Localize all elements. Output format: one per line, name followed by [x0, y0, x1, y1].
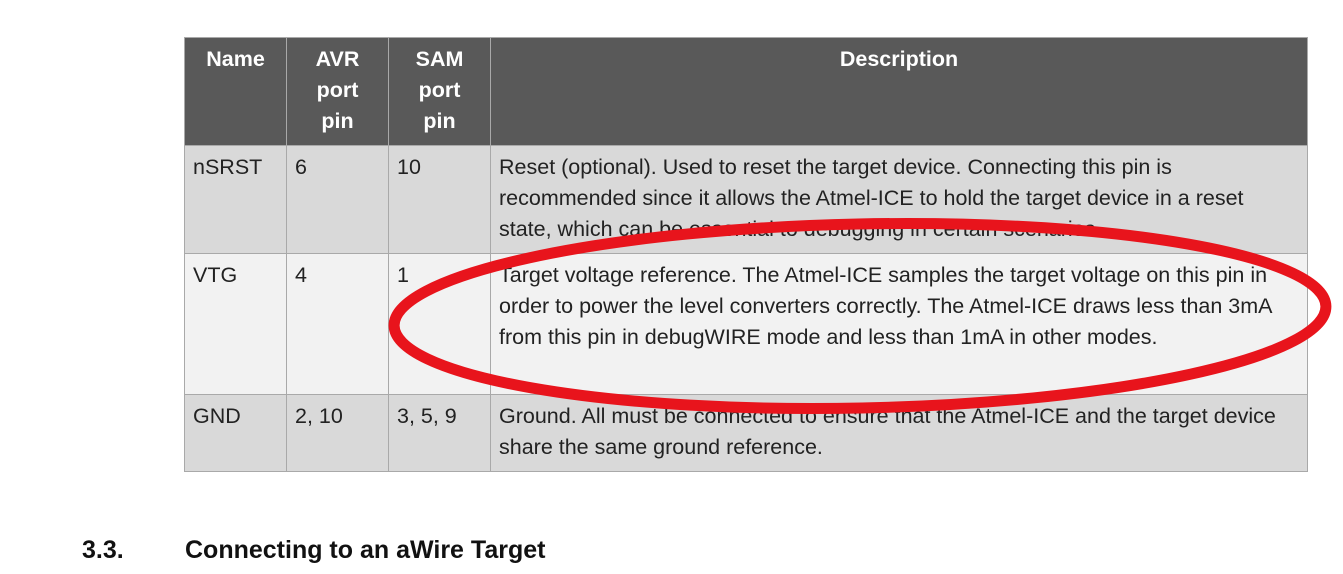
cell-description: Reset (optional). Used to reset the targ…: [490, 145, 1308, 254]
header-name: Name: [184, 37, 287, 146]
cell-name: GND: [184, 394, 287, 472]
table-row: VTG 4 1 Target voltage reference. The At…: [184, 253, 1308, 395]
cell-avr-pin: 2, 10: [286, 394, 389, 472]
cell-name: VTG: [184, 253, 287, 395]
header-sam-port-pin: SAM port pin: [388, 37, 491, 146]
cell-sam-pin: 1: [388, 253, 491, 395]
header-description: Description: [490, 37, 1308, 146]
cell-description: Target voltage reference. The Atmel-ICE …: [490, 253, 1308, 395]
cell-sam-pin: 3, 5, 9: [388, 394, 491, 472]
cell-sam-pin: 10: [388, 145, 491, 254]
cell-description: Ground. All must be connected to ensure …: [490, 394, 1308, 472]
table-header-row: Name AVR port pin SAM port pin Descripti…: [184, 37, 1308, 146]
cell-avr-pin: 4: [286, 253, 389, 395]
header-avr-port-pin: AVR port pin: [286, 37, 389, 146]
table-row: GND 2, 10 3, 5, 9 Ground. All must be co…: [184, 394, 1308, 472]
cell-name: nSRST: [184, 145, 287, 254]
section-title: Connecting to an aWire Target: [185, 536, 546, 564]
table-row: nSRST 6 10 Reset (optional). Used to res…: [184, 145, 1308, 254]
cell-avr-pin: 6: [286, 145, 389, 254]
section-heading: 3.3. Connecting to an aWire Target: [82, 536, 545, 565]
pin-description-table: Name AVR port pin SAM port pin Descripti…: [184, 37, 1308, 472]
section-number: 3.3.: [82, 536, 124, 564]
